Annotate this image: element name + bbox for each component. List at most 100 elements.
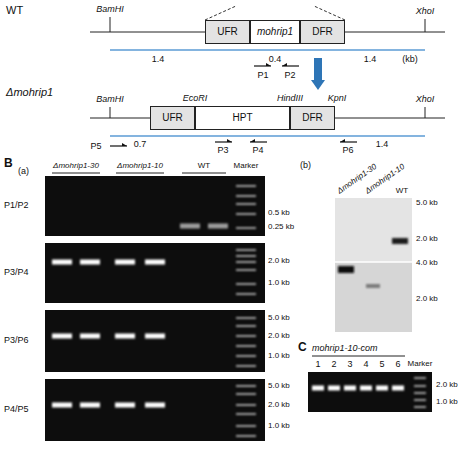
region-box: DFR bbox=[300, 20, 345, 44]
figure-label: WT bbox=[198, 161, 210, 171]
site-tick bbox=[425, 107, 426, 118]
ladder-band bbox=[236, 335, 256, 337]
ladder-band bbox=[236, 317, 256, 319]
zoom-dash bbox=[205, 6, 236, 20]
ladder-band bbox=[236, 365, 256, 367]
figure-label: 5 bbox=[379, 359, 384, 370]
figure-label: 0.7 bbox=[134, 139, 147, 150]
gel-band bbox=[376, 386, 388, 391]
figure-label: Marker bbox=[234, 161, 259, 171]
region-name: mohrip1 bbox=[257, 26, 293, 38]
primer-arrowhead bbox=[250, 139, 255, 142]
figure-label: 2.0 kb bbox=[268, 256, 290, 266]
zoom-dash bbox=[314, 6, 345, 20]
figure-label: P4 bbox=[252, 145, 263, 156]
region-name: DFR bbox=[302, 112, 323, 124]
figure-label: P4/P5 bbox=[4, 404, 29, 415]
gel-band bbox=[52, 403, 72, 408]
figure-label: WT bbox=[396, 186, 408, 196]
ladder-band bbox=[236, 213, 256, 215]
figure-label: P1 bbox=[257, 70, 268, 81]
primer-arrowhead bbox=[227, 139, 232, 142]
ladder-band bbox=[414, 385, 426, 387]
ladder-band bbox=[236, 185, 256, 187]
ladder-band bbox=[236, 435, 256, 437]
figure-label: (a) bbox=[18, 166, 29, 177]
region-name: UFR bbox=[162, 112, 183, 124]
blot-band bbox=[338, 266, 354, 273]
ladder-band bbox=[236, 227, 256, 229]
figure-label: 1.0 kb bbox=[268, 421, 290, 431]
ladder-band bbox=[236, 249, 256, 251]
figure-label: 0.4 bbox=[269, 54, 282, 65]
figure-label: 2.0 kb bbox=[416, 294, 438, 304]
transform-arrow bbox=[314, 58, 322, 80]
ladder-band bbox=[236, 261, 256, 263]
figure-label: 2.0 kb bbox=[416, 234, 438, 244]
gel-band bbox=[344, 386, 356, 391]
region-name: HPT bbox=[233, 112, 253, 124]
figure-label: Δmohrip1-10 bbox=[117, 161, 163, 171]
figure-label: C bbox=[298, 340, 307, 354]
gel-band bbox=[180, 224, 200, 229]
ladder-band bbox=[236, 345, 256, 347]
ladder-band bbox=[236, 293, 256, 295]
gel-band bbox=[52, 334, 72, 339]
gel-image bbox=[45, 176, 265, 236]
figure-label: 6 bbox=[395, 359, 400, 370]
gel-band bbox=[360, 386, 372, 391]
gel-band bbox=[145, 403, 165, 408]
group-line bbox=[52, 173, 100, 174]
ladder-band bbox=[236, 269, 256, 271]
blot-band bbox=[366, 284, 380, 288]
blot-band bbox=[392, 238, 408, 244]
figure-label: 1.4 bbox=[376, 139, 389, 150]
gel-band bbox=[52, 260, 72, 265]
figure-label: 4.0 kb bbox=[416, 258, 438, 268]
figure-label: XhoI bbox=[416, 94, 435, 105]
figure-label: P3/P4 bbox=[4, 267, 29, 278]
figure-label: 4 bbox=[363, 359, 368, 370]
figure-label: 1 bbox=[315, 359, 320, 370]
gel-band bbox=[145, 260, 165, 265]
gel-image bbox=[45, 379, 265, 441]
ladder-band bbox=[236, 255, 256, 257]
blot-divider bbox=[335, 261, 412, 263]
figure-label: 2.0 kb bbox=[436, 380, 458, 390]
ladder-band bbox=[236, 413, 256, 415]
figure-label: Δmohrip1 bbox=[6, 86, 53, 99]
figure-label: mohrip1-10-com bbox=[312, 343, 378, 354]
ladder-band bbox=[236, 385, 256, 387]
figure-label: 0.5 kb bbox=[268, 208, 290, 218]
ladder-band bbox=[236, 325, 256, 327]
gel-band bbox=[145, 334, 165, 339]
region-box: UFR bbox=[205, 20, 250, 44]
gel-band bbox=[208, 224, 228, 229]
gel-image bbox=[308, 372, 432, 412]
blot-image bbox=[335, 198, 412, 262]
figure-label: WT bbox=[6, 4, 23, 17]
figure-label: KpnI bbox=[328, 93, 347, 104]
group-line bbox=[116, 173, 164, 174]
figure-label: P5 bbox=[90, 141, 101, 152]
ladder-band bbox=[414, 377, 426, 379]
gel-band bbox=[80, 260, 100, 265]
figure-label: BamHI bbox=[96, 94, 124, 105]
ladder-band bbox=[236, 195, 256, 197]
length-line bbox=[110, 135, 425, 137]
ladder-band bbox=[414, 406, 426, 408]
figure-label: 1.0 kb bbox=[268, 278, 290, 288]
region-box: UFR bbox=[150, 106, 195, 130]
region-box: mohrip1 bbox=[250, 20, 300, 44]
ladder-band bbox=[236, 425, 256, 427]
region-name: UFR bbox=[217, 26, 238, 38]
gel-band bbox=[115, 334, 135, 339]
gel-band bbox=[80, 403, 100, 408]
ladder-band bbox=[414, 399, 426, 401]
figure-label: Δmohrip1-30 bbox=[53, 161, 99, 171]
figure-label: 1.0 kb bbox=[436, 397, 458, 407]
figure-label: Marker bbox=[408, 359, 433, 369]
region-box: DFR bbox=[290, 106, 335, 130]
figure-label: 1.4 bbox=[364, 54, 377, 65]
